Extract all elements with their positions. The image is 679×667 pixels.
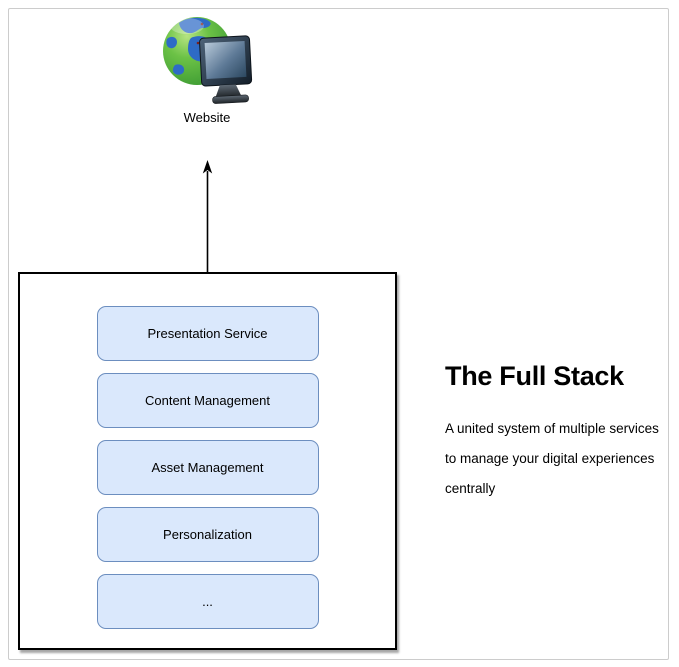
service-box-asset-management: Asset Management	[96, 440, 319, 495]
website-node: Website	[132, 13, 282, 125]
panel-body: A united system of multiple services to …	[445, 421, 659, 496]
service-box-presentation-service: Presentation Service	[96, 306, 319, 361]
service-box-personalization: Personalization	[96, 507, 319, 562]
panel-title: The Full Stack	[445, 361, 624, 391]
connector-arrow-icon	[202, 160, 213, 272]
globe-monitor-icon	[161, 13, 253, 105]
stack-container: Presentation Service Content Management …	[18, 272, 397, 650]
service-box-ellipsis: ...	[96, 574, 319, 629]
website-label: Website	[183, 110, 231, 125]
service-box-content-management: Content Management	[96, 373, 319, 428]
description-panel: The Full Stack A united system of multip…	[445, 360, 665, 504]
